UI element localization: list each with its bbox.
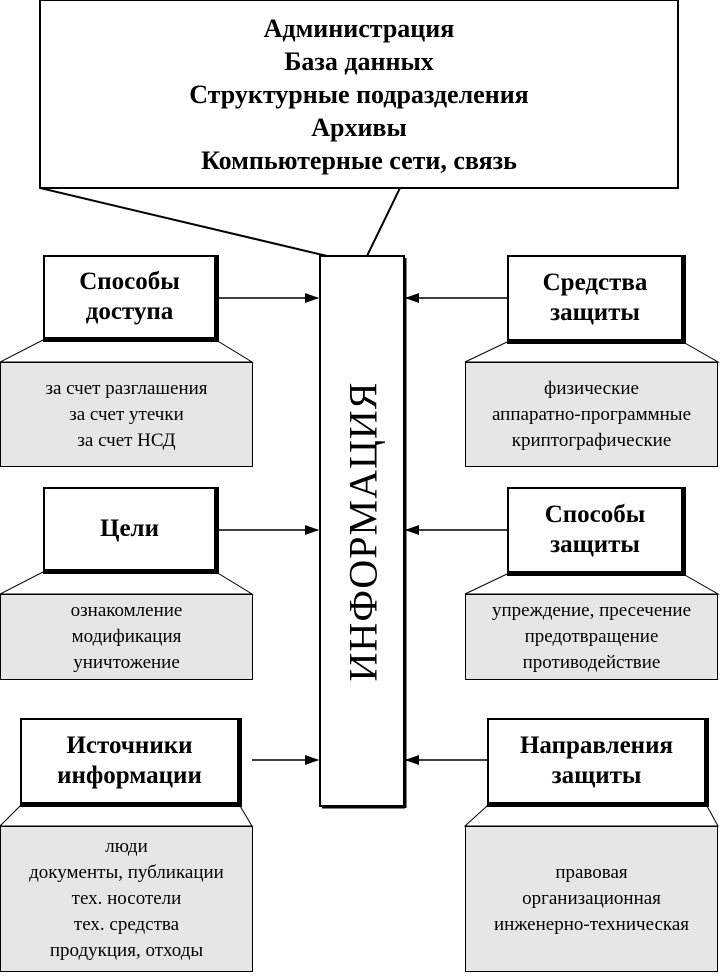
protection-methods-list: упреждение, пресечение предотвращение пр… <box>465 594 718 680</box>
list-item: аппаратно-программные <box>492 403 691 425</box>
list-item: тех. средства <box>73 914 180 935</box>
title-line: защиты <box>550 531 640 558</box>
list-item: физические <box>544 377 639 399</box>
list-item: за счет разглашения <box>45 377 208 399</box>
info-sources-list: люди документы, публикации тех. носотели… <box>0 826 253 972</box>
list-item: криптографические <box>511 429 672 451</box>
title-line: Цели <box>100 515 159 542</box>
list-item: модификация <box>71 626 182 647</box>
title-line: Способы <box>544 501 646 528</box>
list-item: за счет НСД <box>77 429 176 451</box>
list-item: за счет утечки <box>69 403 184 425</box>
list-item: упреждение, пресечение <box>491 600 692 621</box>
top-callout-shape <box>39 0 679 257</box>
protection-directions-list: правовая организационная инженерно-техни… <box>465 826 718 972</box>
top-line: Администрация <box>263 13 455 43</box>
list-item: уничтожение <box>73 652 180 673</box>
top-line: Архивы <box>311 112 407 142</box>
protection-means-title-box: Средства защиты <box>507 255 686 344</box>
title-line: Направления <box>519 732 674 759</box>
protection-means-list: физические аппаратно-программные криптог… <box>465 362 718 467</box>
title-line: Способы <box>79 268 180 295</box>
title-line: информации <box>57 762 202 789</box>
top-line: Структурные подразделения <box>189 79 529 109</box>
list-item: ознакомление <box>70 600 183 621</box>
list-item: предотвращение <box>524 626 659 647</box>
info-sources-title-box: Источники информации <box>20 718 242 807</box>
list-item: инженерно-техническая <box>493 914 690 935</box>
list-item: продукция, отходы <box>49 940 204 961</box>
list-item: люди <box>105 836 148 857</box>
goals-title-box: Цели <box>43 487 219 574</box>
title-line: доступа <box>85 298 174 325</box>
title-line: защиты <box>551 762 642 789</box>
goals-list: ознакомление модификация уничтожение <box>0 594 253 680</box>
center-label-box: ИНФОРМАЦИЯ <box>321 256 405 806</box>
top-line: База данных <box>284 46 434 76</box>
top-box: Администрация База данных Структурные по… <box>40 0 678 188</box>
access-methods-list: за счет разглашения за счет утечки за сч… <box>0 362 253 467</box>
access-methods-title-box: Способы доступа <box>43 255 219 342</box>
list-item: противодействие <box>522 652 661 673</box>
top-line: Компьютерные сети, связь <box>201 145 517 175</box>
center-box-frame <box>319 255 405 807</box>
list-item: правовая <box>555 862 628 883</box>
list-item: организационная <box>522 888 661 909</box>
title-line: Источники <box>66 732 193 759</box>
center-label: ИНФОРМАЦИЯ <box>340 381 386 681</box>
protection-methods-title-box: Способы защиты <box>507 487 686 576</box>
protection-directions-title-box: Направления защиты <box>487 718 709 807</box>
list-item: тех. носотели <box>71 888 182 909</box>
title-line: защиты <box>550 299 640 326</box>
list-item: документы, публикации <box>29 862 224 883</box>
title-line: Средства <box>542 269 648 296</box>
